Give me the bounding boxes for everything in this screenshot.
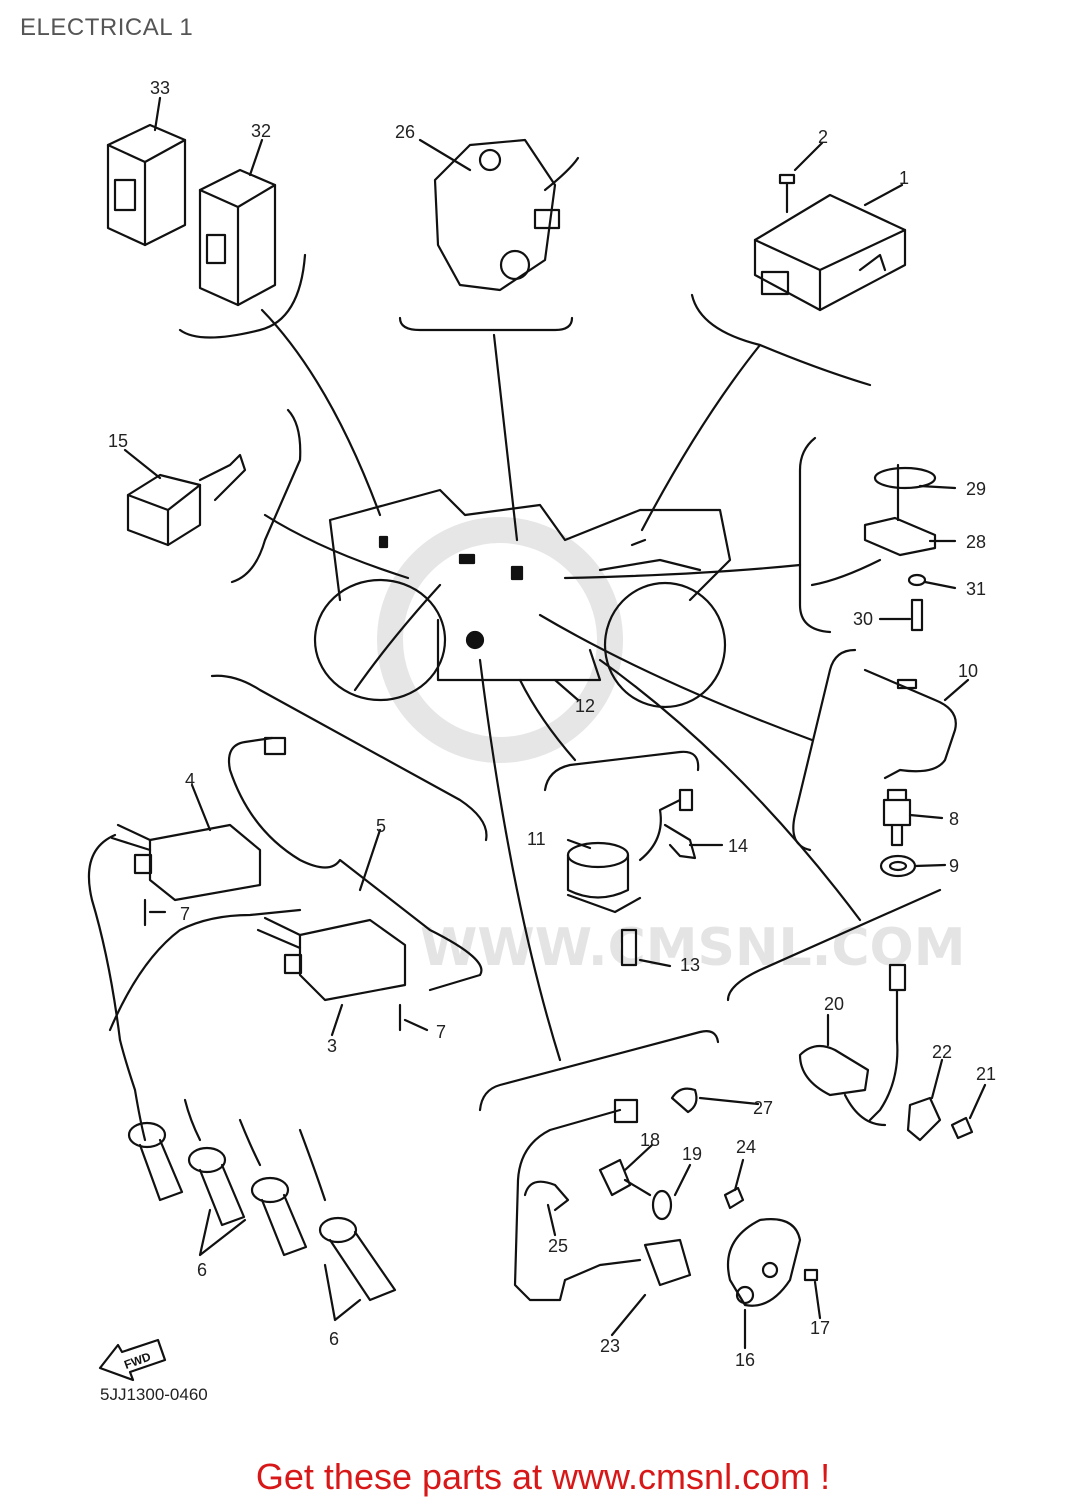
washer-19-icon: [651, 1189, 673, 1221]
label-30: 30: [853, 609, 873, 629]
label-20: 20: [824, 994, 844, 1014]
pickup-coil-23-icon: [513, 1098, 692, 1302]
bracket-plugcaps: [108, 908, 302, 1032]
ecu-1-icon: [753, 193, 907, 312]
label-16: 16: [735, 1350, 755, 1370]
label-24: 24: [736, 1137, 756, 1157]
pin-17-icon: [803, 1268, 819, 1282]
label-18: 18: [640, 1130, 660, 1150]
ignition-coil-3-icon: [256, 916, 407, 1032]
watermark-text: WWW.CMSNL.COM: [420, 918, 965, 978]
bracket-sensor-20: [726, 888, 942, 1002]
screw-21-icon: [950, 1116, 974, 1140]
bracket-22-icon: [906, 1096, 942, 1142]
leader-solenoid: [518, 678, 577, 762]
leader-pickup: [478, 658, 562, 1062]
label-29: 29: [966, 479, 986, 499]
leader-plug: [538, 613, 814, 742]
relay-32-icon: [198, 168, 277, 307]
fwd-arrow-icon: [98, 1338, 167, 1382]
plug-caps-6-icon: [87, 833, 397, 1322]
label-6a: 6: [197, 1260, 207, 1280]
lead-10-icon: [863, 668, 957, 780]
label-15: 15: [108, 431, 128, 451]
footer-link[interactable]: Get these parts at www.cmsnl.com !: [255, 1456, 831, 1497]
bracket-plug: [792, 648, 857, 852]
label-32: 32: [251, 121, 271, 141]
throttle-sensor-26-icon: [433, 138, 580, 292]
label-12: 12: [575, 696, 595, 716]
bolt-13-icon: [620, 928, 638, 967]
clamp-27-icon: [670, 1087, 698, 1114]
diagram-code: 5JJ1300-0460: [100, 1385, 208, 1404]
label-31: 31: [966, 579, 986, 599]
screw-2-icon: [778, 173, 796, 214]
bolt-18-icon: [598, 1158, 652, 1197]
bracket-relays: [178, 253, 307, 339]
bracket-solenoid: [543, 750, 700, 792]
washer-9-icon: [879, 854, 917, 878]
clamp-25-icon: [523, 1180, 570, 1212]
plate-16-icon: [726, 1218, 802, 1307]
label-11: 11: [527, 829, 546, 849]
label-1: 1: [899, 168, 909, 188]
bracket-sensor-15: [230, 408, 302, 584]
leader-relays: [260, 308, 382, 517]
label-4: 4: [185, 770, 195, 790]
label-10: 10: [958, 661, 978, 681]
solenoid-11-icon: [566, 788, 694, 914]
label-5: 5: [376, 816, 386, 836]
leader-ecu: [640, 343, 762, 532]
bracket-ecu: [690, 293, 872, 387]
bracket-sensor-26: [398, 316, 574, 332]
bracket-switch-28: [798, 436, 832, 634]
label-28: 28: [966, 532, 986, 552]
sensor-20-icon: [798, 963, 907, 1127]
leader-switch-28: [563, 563, 802, 580]
label-25: 25: [548, 1236, 568, 1256]
label-2: 2: [818, 127, 828, 147]
label-21: 21: [976, 1064, 996, 1084]
label-19: 19: [682, 1144, 702, 1164]
label-26: 26: [395, 122, 415, 142]
switch-28-icon: [810, 463, 937, 632]
ignition-coil-4-icon: [110, 823, 262, 927]
spark-plug-8-icon: [882, 788, 912, 847]
label-6b: 6: [329, 1329, 339, 1349]
bracket-pickup: [478, 1030, 720, 1112]
leader-coils: [353, 583, 442, 692]
clip-14-icon: [663, 823, 697, 860]
label-27: 27: [753, 1098, 773, 1118]
sensor-15-icon: [126, 453, 247, 547]
label-14: 14: [728, 836, 748, 856]
part-labels: 33 32 26 2 1 15 29 28 31 30 10 12 4 5 8 …: [108, 78, 996, 1370]
page-title: ELECTRICAL 1: [20, 14, 194, 41]
leader-sensor-15: [263, 513, 410, 580]
relay-33-icon: [106, 123, 187, 247]
label-3: 3: [327, 1036, 337, 1056]
label-7a: 7: [180, 904, 190, 924]
label-8: 8: [949, 809, 959, 829]
label-7b: 7: [436, 1022, 446, 1042]
label-22: 22: [932, 1042, 952, 1062]
label-9: 9: [949, 856, 959, 876]
wire-harness-5-icon: [227, 736, 483, 992]
leader-sensor-20: [598, 658, 862, 922]
leader-sensor-26: [492, 333, 519, 542]
watermark: WWW.CMSNL.COM: [377, 517, 965, 978]
label-23: 23: [600, 1336, 620, 1356]
label-17: 17: [810, 1318, 830, 1338]
screw-24-icon: [723, 1186, 745, 1210]
bracket-coils: [210, 674, 488, 842]
label-33: 33: [150, 78, 170, 98]
label-13: 13: [680, 955, 700, 975]
